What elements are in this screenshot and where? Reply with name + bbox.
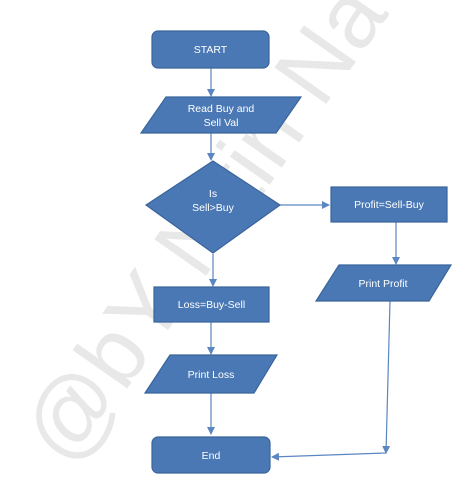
profit-process: Profit=Sell-Buy (330, 186, 448, 223)
decision-diamond: Is Sell>Buy (144, 160, 282, 254)
read-label-line2: Sell Val (204, 117, 239, 129)
print-profit-parallelogram: Print Profit (314, 264, 453, 302)
end-terminator: End (151, 436, 271, 474)
decision-label-line2: Sell>Buy (192, 202, 234, 214)
edge-print-profit-to-end (271, 452, 387, 461)
start-terminator: START (151, 30, 270, 69)
print-loss-label: Print Loss (188, 369, 235, 381)
end-label: End (202, 450, 221, 462)
profit-label: Profit=Sell-Buy (354, 199, 424, 211)
print-profit-label: Print Profit (358, 278, 407, 290)
print-loss-parallelogram: Print Loss (143, 354, 279, 394)
start-label: START (194, 44, 228, 56)
read-input-parallelogram: Read Buy and Sell Val (139, 96, 303, 134)
decision-label-line1: Is (209, 188, 217, 200)
edge-print-profit-down (382, 300, 391, 454)
read-label-line1: Read Buy and (188, 103, 255, 115)
loss-label: Loss=Buy-Sell (178, 299, 245, 311)
loss-process: Loss=Buy-Sell (153, 286, 270, 323)
